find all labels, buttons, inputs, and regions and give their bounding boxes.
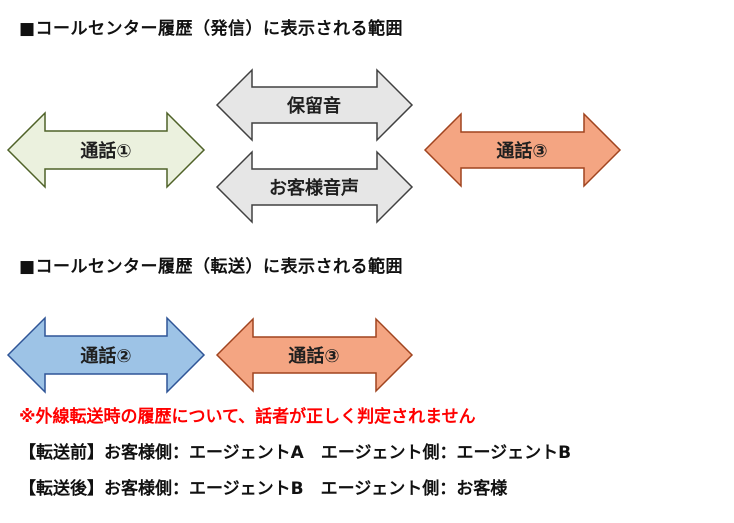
call-2-arrow-shape bbox=[6, 316, 206, 394]
call-3-label-top: 通話③ bbox=[496, 140, 547, 162]
call-3-arrow-top: 通話③ bbox=[423, 112, 622, 188]
call-1-label: 通話① bbox=[80, 140, 131, 162]
speaker-warning-note: ※外線転送時の履歴について、話者が正しく判定されません bbox=[19, 407, 476, 427]
call-1-arrow: 通話① bbox=[6, 111, 206, 189]
section-heading-transfer: ■コールセンター履歴（転送）に表示される範囲 bbox=[19, 257, 404, 277]
call-3-label-bottom: 通話③ bbox=[288, 345, 339, 367]
customer-voice-label: お客様音声 bbox=[269, 177, 359, 199]
hold-tone-label: 保留音 bbox=[286, 95, 341, 117]
section-heading-outbound: ■コールセンター履歴（発信）に表示される範囲 bbox=[19, 19, 404, 39]
call-2-arrow: 通話② bbox=[6, 316, 206, 394]
call-1-arrow-shape bbox=[6, 111, 206, 189]
call-2-label: 通話② bbox=[80, 345, 131, 367]
call-3-arrow-bottom: 通話③ bbox=[215, 317, 414, 393]
hold-tone-arrow-shape bbox=[215, 68, 414, 142]
customer-voice-arrow: お客様音声 bbox=[215, 150, 414, 224]
hold-tone-arrow: 保留音 bbox=[215, 68, 414, 142]
after-transfer-note: 【転送後】お客様側：エージェントB エージェント側：お客様 bbox=[19, 479, 508, 499]
call-3-arrow-top-shape bbox=[423, 112, 622, 188]
customer-voice-arrow-shape bbox=[215, 150, 414, 224]
call-3-arrow-bottom-shape bbox=[215, 317, 414, 393]
before-transfer-note: 【転送前】お客様側：エージェントA エージェント側：エージェントB bbox=[19, 443, 572, 463]
